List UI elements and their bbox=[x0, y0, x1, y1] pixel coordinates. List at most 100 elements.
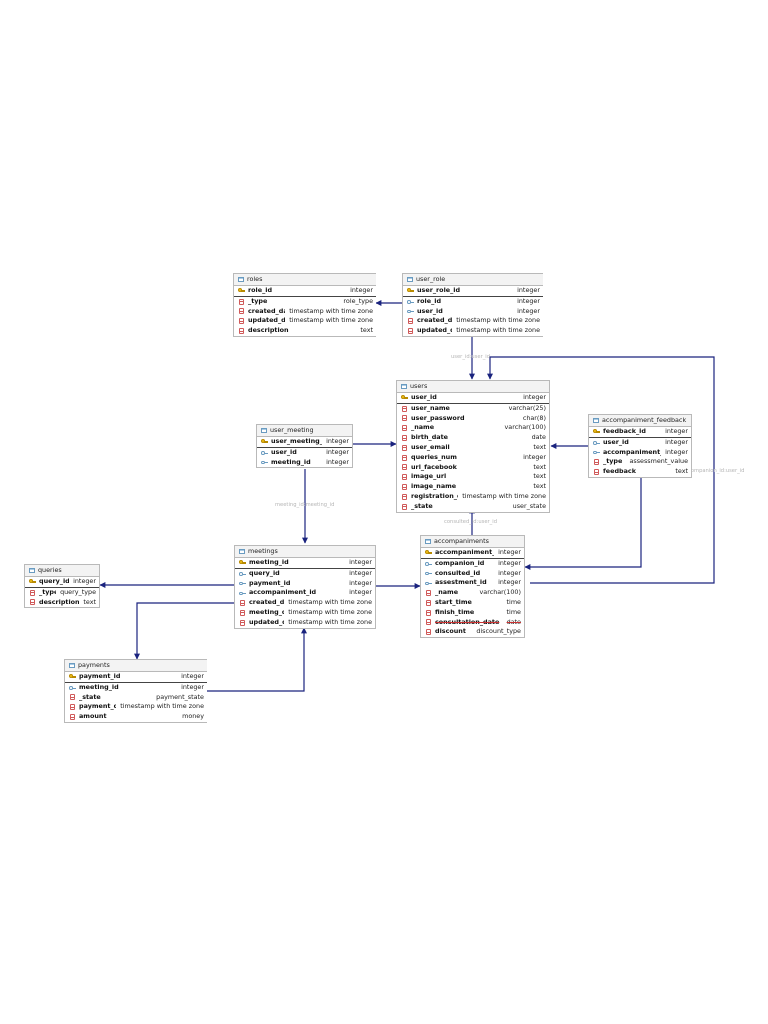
connector-feedback-to-accompaniments[interactable] bbox=[524, 477, 642, 570]
table-header[interactable]: roles bbox=[234, 274, 376, 286]
connector-payments-to-meetings[interactable] bbox=[207, 627, 307, 692]
column-name: _name bbox=[411, 423, 435, 432]
table-header[interactable]: users bbox=[397, 381, 549, 393]
table-header[interactable]: user_meeting bbox=[257, 425, 352, 437]
column-row[interactable]: created_datetimestamp with time zone bbox=[235, 598, 375, 608]
column-name: user_name bbox=[411, 403, 450, 412]
column-name: updated_date bbox=[417, 326, 452, 335]
table-queries[interactable]: queriesquery_idinteger_typequery_typedes… bbox=[24, 564, 100, 609]
column-name: consultation_date bbox=[435, 617, 500, 626]
column-type: time bbox=[506, 607, 521, 616]
column-name: meeting_id bbox=[271, 457, 311, 466]
column-name: user_id bbox=[411, 393, 437, 401]
column-icon bbox=[593, 459, 600, 466]
column-type: integer bbox=[349, 588, 372, 597]
column-row[interactable]: created_datetimestamp with time zone bbox=[403, 316, 543, 326]
foreign-key-icon bbox=[239, 570, 246, 577]
column-row[interactable]: finish_time time bbox=[421, 608, 524, 618]
connector-meetings-to-payments[interactable] bbox=[134, 602, 234, 660]
table-header[interactable]: accompaniments bbox=[421, 536, 524, 548]
table-header[interactable]: meetings bbox=[235, 546, 375, 558]
foreign-key-icon bbox=[425, 570, 432, 577]
column-icon bbox=[401, 415, 408, 422]
column-row[interactable]: consultation_date date bbox=[421, 618, 524, 628]
column-name: user_email bbox=[411, 442, 450, 451]
column-icon bbox=[239, 619, 246, 626]
table-header[interactable]: payments bbox=[65, 660, 207, 672]
column-icon bbox=[401, 454, 408, 461]
column-name: finish_time bbox=[435, 607, 475, 616]
table-user-meeting[interactable]: user_meetinguser_meeting_idintegeruser_i… bbox=[256, 424, 353, 469]
connector-accompaniments-to-users-right[interactable] bbox=[487, 356, 715, 584]
column-row[interactable]: updated_datetimestamp with time zone bbox=[235, 618, 375, 628]
column-row[interactable]: _typequery_type bbox=[25, 588, 99, 598]
table-accompaniments[interactable]: accompanimentsaccompaniment_idintegercom… bbox=[420, 535, 525, 639]
table-icon bbox=[593, 418, 599, 423]
column-icon bbox=[238, 318, 245, 325]
table-header[interactable]: queries bbox=[25, 565, 99, 577]
table-header[interactable]: user_role bbox=[403, 274, 543, 286]
relationship-label-user-role-users: user_id:user_id bbox=[451, 354, 491, 360]
column-row[interactable]: registration_datetimestamp with time zon… bbox=[397, 492, 549, 502]
column-row[interactable]: updated_datetimestamp with time zone bbox=[403, 326, 543, 336]
primary-key-icon bbox=[425, 549, 432, 556]
column-row[interactable]: created_datetimestamp with time zone bbox=[234, 307, 376, 317]
column-row[interactable]: payment_datetimestamp with time zone bbox=[65, 702, 207, 712]
column-row[interactable]: meeting_datetimestamp with time zone bbox=[235, 608, 375, 618]
column-name: user_id bbox=[271, 447, 297, 456]
column-type: date bbox=[506, 617, 521, 626]
table-name: users bbox=[410, 382, 428, 390]
column-row[interactable]: updated_datetimestamp with time zone bbox=[234, 316, 376, 326]
column-icon bbox=[239, 609, 246, 616]
table-header[interactable]: accompaniment_feedback bbox=[589, 415, 691, 427]
